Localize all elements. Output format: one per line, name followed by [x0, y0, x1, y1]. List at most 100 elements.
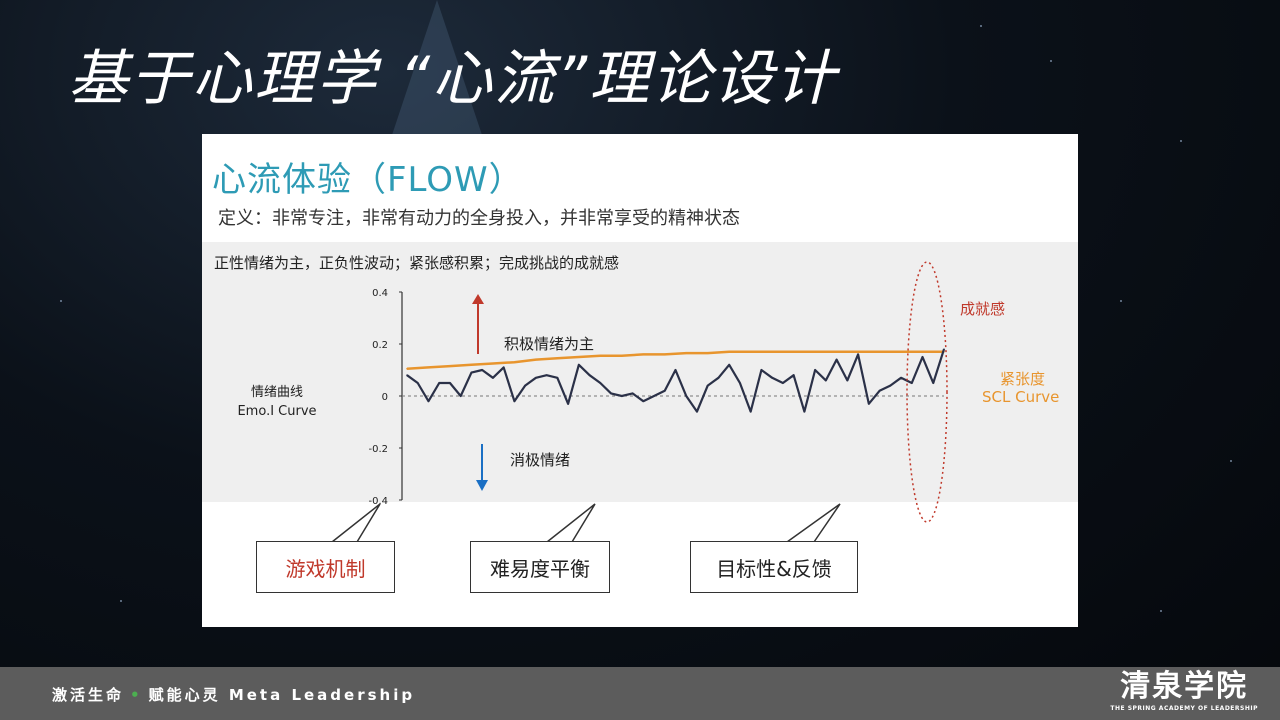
- scl-series: [406, 350, 945, 370]
- data-point: [792, 351, 795, 353]
- data-point: [857, 353, 859, 356]
- data-point: [739, 382, 741, 384]
- scl-label-en: SCL Curve: [982, 388, 1059, 406]
- data-point: [556, 377, 559, 379]
- series-line: [406, 348, 946, 413]
- star-dot: [60, 300, 62, 302]
- data-point: [771, 351, 773, 353]
- data-point: [578, 356, 580, 358]
- data-point: [814, 351, 816, 353]
- slogan-part2: 赋能心灵 Meta Leadership: [148, 686, 416, 704]
- data-point: [631, 392, 634, 395]
- y-tick-label: -0.2: [368, 444, 388, 455]
- callout-difficulty-balance: 难易度平衡: [470, 541, 610, 593]
- data-point: [599, 382, 602, 384]
- data-point: [878, 351, 881, 353]
- data-point: [717, 377, 720, 379]
- achievement-ellipse: [906, 261, 948, 523]
- data-point: [416, 382, 419, 384]
- data-point: [814, 369, 816, 371]
- data-point: [685, 352, 688, 354]
- data-point: [792, 374, 795, 376]
- data-point: [910, 382, 913, 384]
- star-dot: [120, 600, 122, 602]
- achievement-label: 成就感: [960, 300, 1005, 318]
- y-tick-label: -0.4: [368, 496, 388, 507]
- data-point: [470, 371, 473, 374]
- data-point: [492, 362, 494, 365]
- data-point: [599, 354, 602, 357]
- data-point: [578, 364, 580, 366]
- y-axis-label-cn: 情绪曲线: [251, 385, 303, 400]
- star-dot: [1120, 300, 1122, 302]
- data-point: [535, 358, 537, 361]
- slogan-part1: 激活生命: [52, 686, 125, 704]
- data-point: [835, 358, 838, 361]
- flow-chart: 0.40.20-0.2-0.4 情绪曲线 Emo.I Curve 积极情绪为主 …: [237, 261, 1059, 543]
- data-point: [502, 366, 505, 369]
- data-point: [642, 353, 645, 356]
- emo-series: [406, 348, 946, 413]
- data-point: [868, 403, 870, 405]
- data-point: [900, 377, 902, 379]
- data-point: [760, 369, 763, 371]
- data-point: [535, 377, 537, 379]
- data-point: [943, 348, 945, 350]
- callout-goal-feedback-label: 目标性&反馈: [716, 556, 832, 581]
- data-point: [556, 357, 559, 360]
- data-point: [685, 395, 688, 397]
- data-point: [610, 392, 612, 395]
- y-tick-label: 0.2: [372, 340, 388, 351]
- data-point: [588, 374, 591, 376]
- data-point: [621, 395, 623, 397]
- data-point: [642, 400, 645, 403]
- chart-summary: 正性情绪为主，正负性波动；紧张感积累；完成挑战的成就感: [214, 254, 620, 272]
- data-point: [438, 382, 441, 384]
- panel-header: 心流体验（FLOW） 定义：非常专注，非常有动力的全身投入，并非常享受的精神状态: [202, 134, 1078, 242]
- data-point: [749, 410, 752, 413]
- data-point: [674, 369, 677, 371]
- data-point: [513, 400, 516, 403]
- light-beam: [392, 0, 482, 135]
- y-tick-label: 0.4: [372, 288, 388, 299]
- arrow-up-icon: [472, 294, 484, 354]
- data-point: [706, 352, 709, 354]
- callout-game-mechanism-label: 游戏机制: [285, 556, 366, 581]
- callout-difficulty-balance-label: 难易度平衡: [490, 556, 590, 581]
- star-dot: [1050, 60, 1052, 62]
- data-point: [749, 351, 752, 353]
- data-point: [663, 353, 666, 356]
- data-point: [406, 367, 408, 370]
- footer-bar: 激活生命•赋能心灵 Meta Leadership 清泉学院 THE SPRIN…: [0, 667, 1280, 720]
- footer-slogan: 激活生命 • 赋能心灵 Meta Leadership: [52, 684, 415, 705]
- flow-definition: 定义：非常专注，非常有动力的全身投入，并非常享受的精神状态: [218, 208, 740, 229]
- data-point: [545, 374, 548, 376]
- data-point: [663, 390, 666, 392]
- arrow-down-icon: [476, 444, 488, 491]
- callout-game-mechanism: 游戏机制: [256, 541, 395, 593]
- data-point: [728, 364, 730, 366]
- data-point: [653, 395, 655, 397]
- star-dot: [1180, 140, 1182, 142]
- chart-area: 正性情绪为主，正负性波动；紧张感积累；完成挑战的成就感: [202, 242, 1078, 502]
- data-point: [524, 384, 526, 387]
- data-point: [728, 351, 730, 353]
- data-point: [803, 410, 806, 413]
- data-point: [621, 354, 623, 357]
- data-point: [857, 351, 859, 353]
- data-point: [706, 384, 709, 387]
- data-point: [782, 382, 784, 384]
- data-point: [825, 379, 827, 382]
- data-point: [459, 395, 462, 397]
- data-point: [900, 351, 902, 353]
- y-axis: 0.40.20-0.2-0.4: [368, 288, 944, 507]
- data-point: [696, 410, 698, 413]
- negative-emotion-label: 消极情绪: [510, 451, 570, 469]
- brand-name: 清泉学院: [1120, 669, 1249, 704]
- data-point: [921, 351, 924, 353]
- data-point: [481, 369, 483, 371]
- data-point: [771, 377, 773, 379]
- slogan-dot: •: [130, 686, 143, 704]
- flow-heading: 心流体验（FLOW）: [212, 160, 524, 200]
- data-point: [878, 390, 881, 392]
